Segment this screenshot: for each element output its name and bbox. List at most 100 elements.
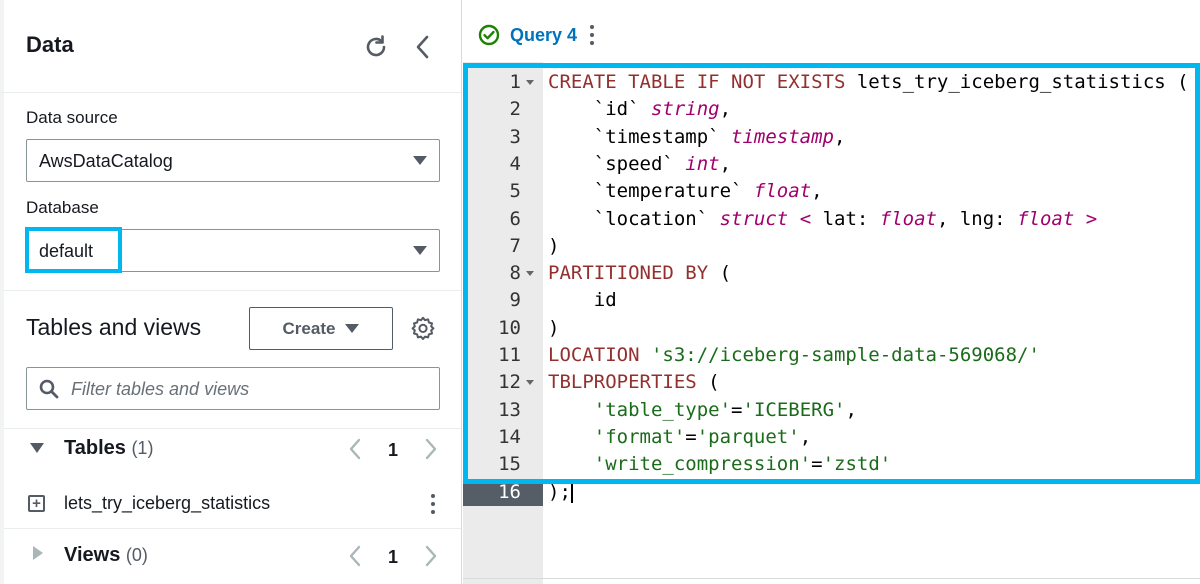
code-token: , xyxy=(845,398,857,421)
code-line[interactable]: 7) xyxy=(463,233,1200,260)
line-number: 13 xyxy=(498,398,521,421)
code-token: lat: xyxy=(811,207,880,230)
create-button[interactable]: Create xyxy=(249,307,393,350)
filter-tables-input[interactable] xyxy=(26,367,440,410)
line-number: 8 xyxy=(509,262,521,285)
fold-toggle-icon[interactable] xyxy=(526,380,534,386)
code-line[interactable]: 3 `timestamp` timestamp, xyxy=(463,124,1200,151)
filter-text-input[interactable] xyxy=(71,376,421,402)
code-token: `speed` xyxy=(548,152,686,175)
code-token: ( xyxy=(708,262,732,285)
more-options-icon[interactable] xyxy=(587,23,597,47)
chevron-left-icon[interactable] xyxy=(348,544,362,568)
tables-label: Tables xyxy=(64,437,126,459)
chevron-right-icon[interactable] xyxy=(424,437,438,461)
code-token: `timestamp` xyxy=(548,125,732,148)
code-token: , lng: xyxy=(936,207,1018,230)
tab-label: Query 4 xyxy=(510,24,578,45)
code-text: 'table_type'='ICEBERG', xyxy=(548,397,857,424)
data-panel-title: Data xyxy=(26,32,74,57)
code-line[interactable]: 9 id xyxy=(463,287,1200,314)
code-token: 'table_type' xyxy=(593,398,732,421)
line-number: 10 xyxy=(498,316,521,339)
code-token: LOCATION xyxy=(548,344,640,366)
code-text: `id` string, xyxy=(548,96,731,123)
chevron-right-icon[interactable] xyxy=(424,544,438,568)
table-list-item[interactable]: + lets_try_iceberg_statistics xyxy=(26,486,446,522)
tables-group-label: Tables (1) xyxy=(64,437,153,460)
data-source-select[interactable]: AwsDataCatalog xyxy=(26,139,440,182)
database-highlight xyxy=(25,227,122,273)
code-line[interactable]: 16); xyxy=(463,478,1200,506)
divider xyxy=(4,290,461,291)
code-token: , xyxy=(811,180,823,203)
query-tab-bar: Query 4 xyxy=(463,0,1200,62)
code-line[interactable]: 13 'table_type'='ICEBERG', xyxy=(463,397,1200,424)
line-number: 5 xyxy=(509,180,521,203)
line-number: 7 xyxy=(509,234,521,257)
code-token: = xyxy=(731,398,743,421)
code-text: 'write_compression'='zstd' xyxy=(548,451,891,478)
expand-plus-icon[interactable]: + xyxy=(28,495,45,512)
code-token xyxy=(548,426,594,448)
line-number: 9 xyxy=(509,289,521,312)
line-number: 16 xyxy=(498,480,521,503)
line-number: 11 xyxy=(498,344,521,366)
database-select[interactable]: default xyxy=(26,229,440,272)
code-token: , xyxy=(719,152,732,175)
code-token: ( xyxy=(696,371,720,394)
code-line[interactable]: 2 `id` string, xyxy=(463,96,1200,123)
database-value: default xyxy=(39,241,94,261)
code-token: = xyxy=(811,453,823,476)
data-source-label: Data source xyxy=(26,108,118,127)
code-text: `timestamp` timestamp, xyxy=(548,124,846,151)
views-count: (0) xyxy=(125,545,148,565)
tables-and-views-title: Tables and views xyxy=(26,314,202,340)
tables-page-number: 1 xyxy=(388,440,399,460)
caret-down-icon xyxy=(345,324,360,333)
code-line[interactable]: 14 'format'='parquet', xyxy=(463,424,1200,451)
refresh-icon[interactable] xyxy=(362,33,390,61)
code-text: TBLPROPERTIES ( xyxy=(548,369,720,396)
code-token: > xyxy=(1085,207,1098,230)
code-text: id xyxy=(548,287,617,314)
tables-group-header[interactable]: Tables (1) 1 xyxy=(26,429,446,469)
caret-right-icon[interactable] xyxy=(33,546,43,560)
code-text: CREATE TABLE IF NOT EXISTS lets_try_iceb… xyxy=(548,69,1189,96)
gear-icon[interactable] xyxy=(410,315,436,341)
fold-toggle-icon[interactable] xyxy=(526,80,534,85)
caret-down-icon[interactable] xyxy=(30,443,44,453)
views-label: Views xyxy=(64,544,121,566)
code-text: ) xyxy=(548,315,559,342)
fold-toggle-icon[interactable] xyxy=(526,271,534,277)
code-token xyxy=(548,453,594,475)
code-line[interactable]: 15 'write_compression'='zstd' xyxy=(463,451,1200,478)
code-token xyxy=(1074,208,1085,230)
code-token: float xyxy=(879,207,937,230)
code-token xyxy=(548,399,594,421)
code-text: 'format'='parquet', xyxy=(548,424,811,451)
tab-query-4[interactable]: Query 4 xyxy=(478,22,597,48)
code-token: CREATE TABLE IF NOT EXISTS xyxy=(548,71,846,93)
chevron-left-icon[interactable] xyxy=(410,33,436,61)
views-group-header[interactable]: Views (0) 1 xyxy=(26,536,446,576)
data-panel-header: Data xyxy=(0,0,461,93)
caret-down-icon xyxy=(413,156,427,165)
code-line[interactable]: 4 `speed` int, xyxy=(463,151,1200,178)
search-icon xyxy=(39,379,59,399)
chevron-left-icon[interactable] xyxy=(348,437,362,461)
more-options-icon[interactable] xyxy=(426,491,440,517)
code-text: `speed` int, xyxy=(548,151,731,178)
code-token: struct xyxy=(719,207,789,230)
code-line[interactable]: 5 `temperature` float, xyxy=(463,178,1200,205)
code-line[interactable]: 10) xyxy=(463,315,1200,342)
data-source-value: AwsDataCatalog xyxy=(39,151,173,171)
code-line[interactable]: 6 `location` struct < lat: float, lng: f… xyxy=(463,206,1200,233)
code-token: < xyxy=(799,207,812,230)
